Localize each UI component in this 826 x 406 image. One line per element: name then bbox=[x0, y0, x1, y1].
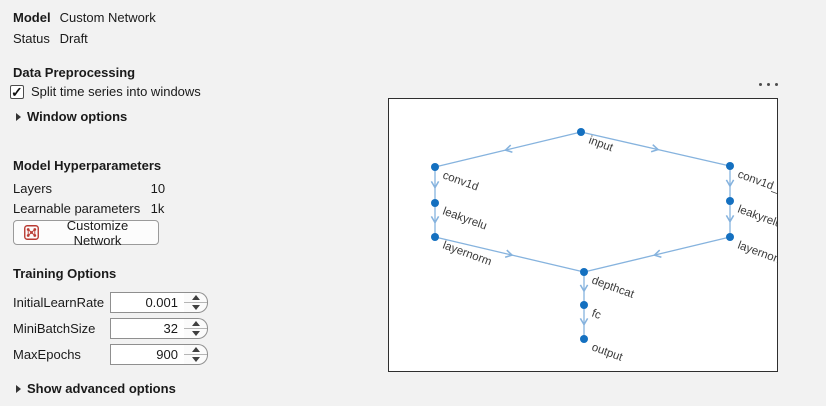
show-advanced-options-label: Show advanced options bbox=[27, 381, 176, 396]
minibatchsize-row: MiniBatchSize bbox=[0, 318, 380, 340]
maxepochs-input[interactable] bbox=[110, 344, 185, 365]
node-label-conv1d: conv1d bbox=[441, 170, 480, 194]
status-label: Status bbox=[13, 31, 50, 46]
minibatchsize-stepper[interactable] bbox=[184, 318, 208, 339]
node-depthcat[interactable] bbox=[580, 268, 588, 276]
model-label: Model bbox=[13, 10, 51, 25]
node-label-output: output bbox=[590, 342, 625, 364]
window-options-label: Window options bbox=[27, 109, 128, 124]
model-value: Custom Network bbox=[59, 10, 156, 25]
minibatchsize-label: MiniBatchSize bbox=[13, 321, 96, 336]
node-conv1d[interactable] bbox=[431, 163, 439, 171]
maxepochs-row: MaxEpochs bbox=[0, 344, 380, 366]
triangle-up-icon bbox=[191, 347, 200, 352]
node-label-conv1d_1: conv1d_1 bbox=[736, 169, 777, 197]
node-input[interactable] bbox=[577, 128, 585, 136]
edge-layernorm-to-depthcat bbox=[434, 236, 585, 273]
triangle-down-icon bbox=[191, 305, 200, 310]
stepper-down-button[interactable] bbox=[184, 355, 207, 364]
model-hyperparameters-heading: Model Hyperparameters bbox=[13, 158, 162, 173]
initiallearnrate-label: InitialLearnRate bbox=[13, 295, 105, 310]
layers-label: Layers bbox=[13, 181, 53, 196]
status-value: Draft bbox=[59, 31, 88, 46]
node-label-layernorm: layernorm bbox=[441, 240, 493, 269]
stepper-down-button[interactable] bbox=[184, 329, 207, 338]
initiallearnrate-row: InitialLearnRate bbox=[0, 292, 380, 314]
stepper-down-button[interactable] bbox=[184, 303, 207, 312]
node-conv1d_1[interactable] bbox=[726, 162, 734, 170]
layers-row: Layers 10 bbox=[13, 181, 165, 196]
node-label-fc: fc bbox=[590, 308, 603, 322]
chevron-right-icon bbox=[16, 112, 21, 121]
node-fc[interactable] bbox=[580, 301, 588, 309]
node-output[interactable] bbox=[580, 335, 588, 343]
initiallearnrate-stepper[interactable] bbox=[184, 292, 208, 313]
split-windows-checkbox[interactable] bbox=[10, 84, 24, 101]
stepper-up-button[interactable] bbox=[184, 345, 207, 355]
show-advanced-options-toggle[interactable]: Show advanced options bbox=[16, 381, 176, 396]
node-layernorm[interactable] bbox=[431, 233, 439, 241]
node-layernorm_1[interactable] bbox=[726, 233, 734, 241]
maxepochs-label: MaxEpochs bbox=[13, 347, 81, 362]
triangle-down-icon bbox=[191, 331, 200, 336]
learnable-parameters-label: Learnable parameters bbox=[13, 201, 141, 216]
triangle-down-icon bbox=[191, 357, 200, 362]
training-options-heading: Training Options bbox=[13, 266, 117, 281]
node-label-leakyrelu: leakyrelu bbox=[441, 206, 488, 233]
customize-network-label: Customize Network bbox=[66, 217, 129, 248]
node-leakyrelu[interactable] bbox=[431, 199, 439, 207]
layers-value: 10 bbox=[150, 181, 166, 196]
model-row: Model Custom Network bbox=[13, 10, 156, 25]
learnable-parameters-row: Learnable parameters 1k bbox=[13, 201, 164, 216]
data-preprocessing-heading: Data Preprocessing bbox=[13, 65, 136, 80]
chevron-right-icon bbox=[16, 384, 21, 393]
learnable-parameters-value: 1k bbox=[150, 201, 165, 216]
customize-network-button[interactable]: Customize Network bbox=[13, 217, 159, 248]
node-label-layernorm_1: layernorm_1 bbox=[736, 240, 777, 273]
status-row: Status Draft bbox=[13, 31, 88, 46]
node-label-leakyrelu_1: leakyrelu_1 bbox=[736, 204, 777, 235]
node-label-depthcat: depthcat bbox=[590, 275, 636, 302]
triangle-up-icon bbox=[191, 321, 200, 326]
diagram-ellipsis-menu-icon[interactable] bbox=[756, 80, 781, 89]
network-diagram-svg: input conv1d leakyrelu layernorm conv1d_1lea… bbox=[430, 128, 777, 364]
stepper-up-button[interactable] bbox=[184, 319, 207, 329]
edge-input-to-conv1d_1 bbox=[580, 131, 731, 167]
window-options-toggle[interactable]: Window options bbox=[16, 109, 127, 124]
edge-layernorm_1-to-depthcat bbox=[583, 236, 731, 273]
split-windows-row: Split time series into windows bbox=[10, 84, 201, 101]
maxepochs-stepper[interactable] bbox=[184, 344, 208, 365]
triangle-up-icon bbox=[191, 295, 200, 300]
stepper-up-button[interactable] bbox=[184, 293, 207, 303]
network-icon bbox=[24, 225, 39, 240]
split-windows-label: Split time series into windows bbox=[31, 84, 201, 99]
minibatchsize-input[interactable] bbox=[110, 318, 185, 339]
initiallearnrate-input[interactable] bbox=[110, 292, 185, 313]
node-label-input: input bbox=[587, 135, 615, 155]
node-leakyrelu_1[interactable] bbox=[726, 197, 734, 205]
edge-input-to-conv1d bbox=[434, 131, 582, 168]
